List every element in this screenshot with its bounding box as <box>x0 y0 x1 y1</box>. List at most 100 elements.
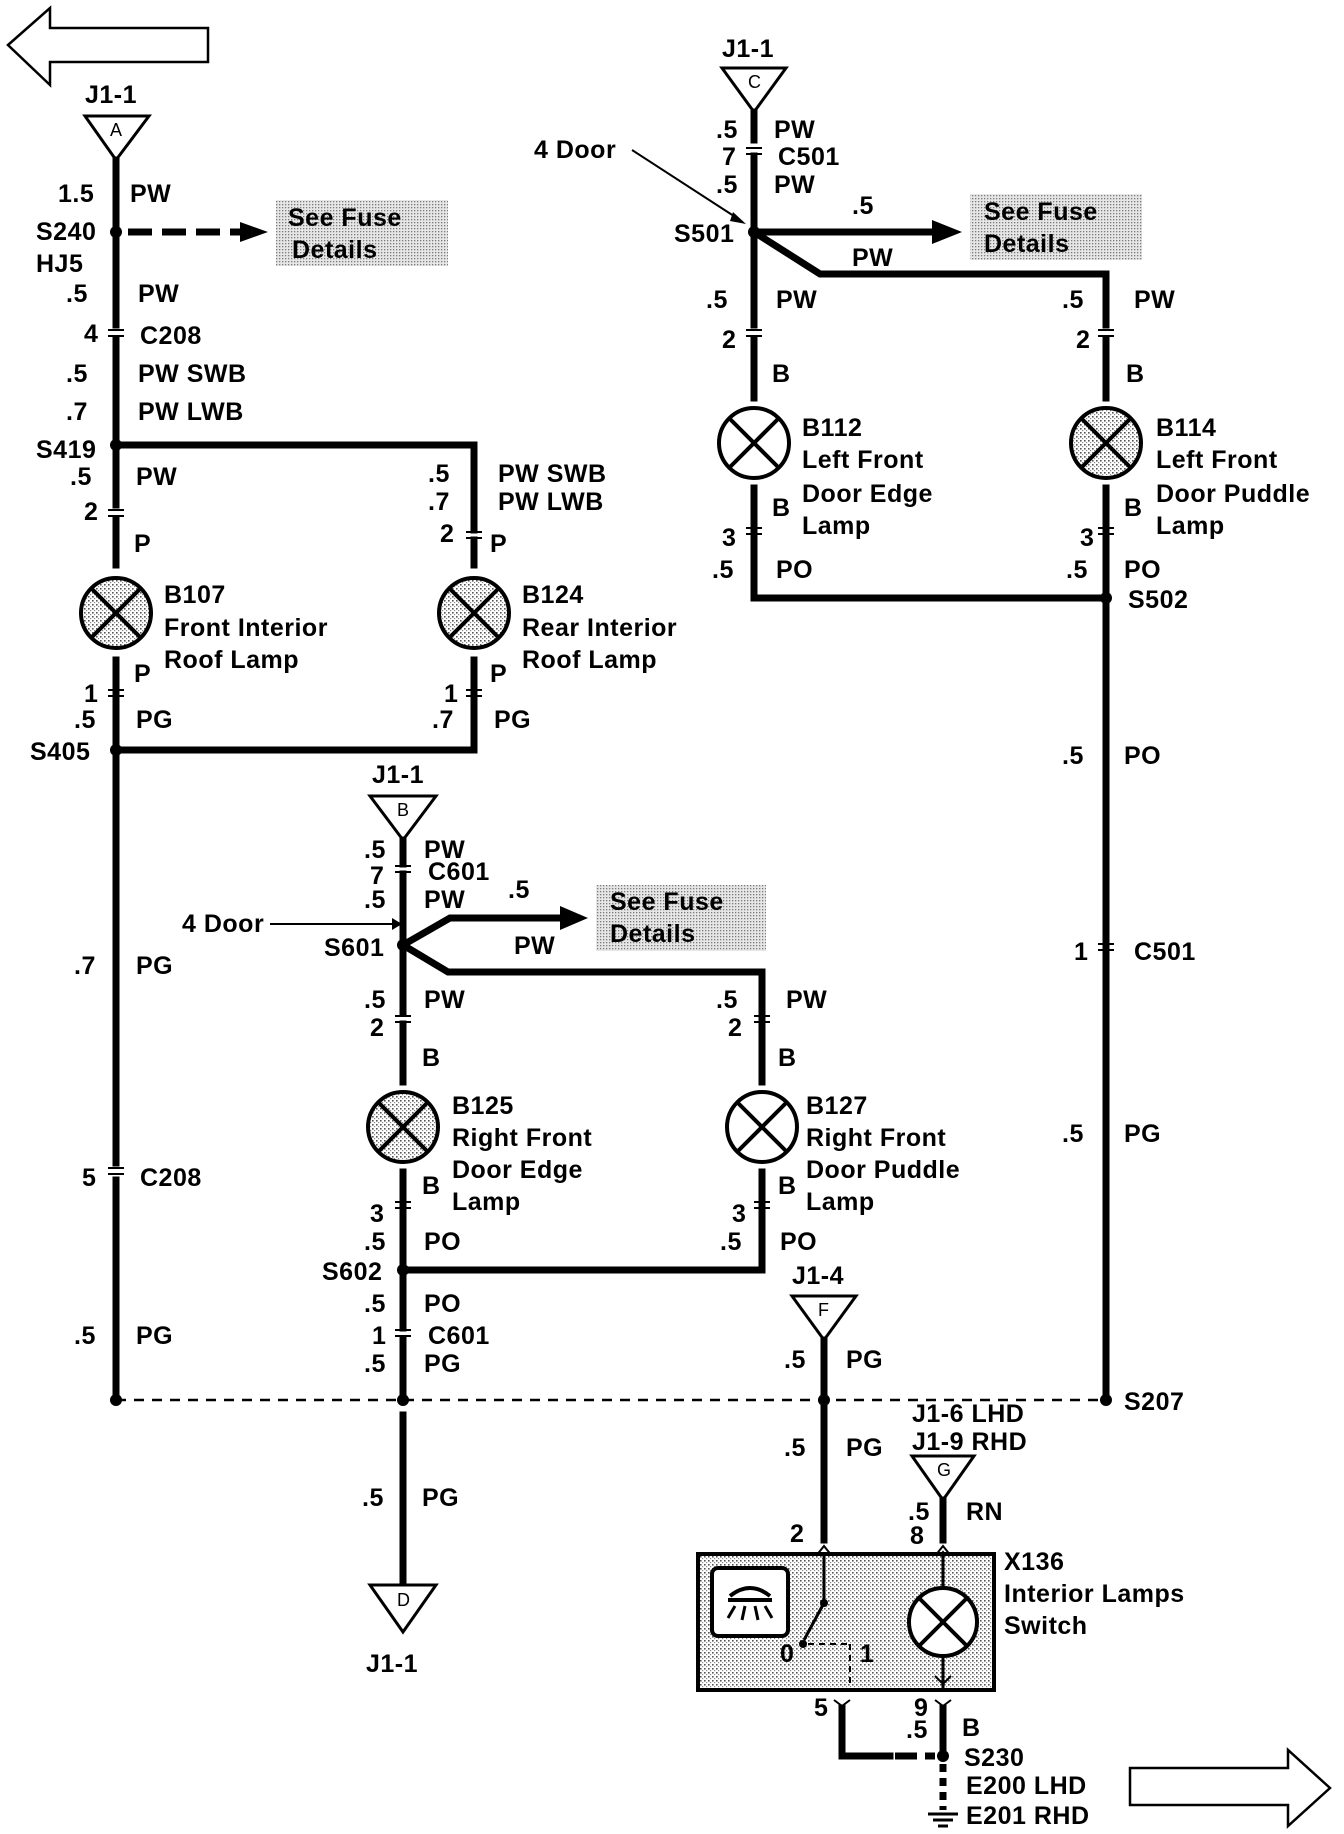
wire-color: B <box>1124 494 1143 522</box>
b124-lamp <box>437 576 511 650</box>
wire-gauge: .5 <box>1062 286 1084 314</box>
pin-number: 9 <box>914 1694 928 1722</box>
wire-gauge: .5 <box>364 986 386 1014</box>
pin-number: 4 <box>84 320 98 348</box>
wire-color: PO <box>776 556 813 584</box>
ground-label: E200 LHD <box>966 1772 1087 1800</box>
fuse-box-line1: See Fuse <box>288 204 402 232</box>
connector-letter: F <box>818 1300 830 1320</box>
wire-color: PG <box>1124 1120 1161 1148</box>
pin-number: 8 <box>910 1522 924 1550</box>
wire-gauge: .7 <box>74 952 96 980</box>
wire-color: PW <box>130 180 171 208</box>
back-arrow-icon[interactable] <box>6 5 210 88</box>
wire-gauge: .5 <box>906 1716 928 1744</box>
connector-label: J1-4 <box>792 1262 844 1290</box>
pin-number: 7 <box>370 862 384 890</box>
connector-label: J1-1 <box>85 81 137 109</box>
wire-gauge: .5 <box>364 1290 386 1318</box>
wire-color: PW <box>424 886 465 914</box>
wire-gauge: .7 <box>66 398 88 426</box>
wire-color: PG <box>846 1346 883 1374</box>
wire-color: B <box>772 360 791 388</box>
lamp-name-line3: Lamp <box>806 1188 875 1216</box>
pin-number: 2 <box>728 1014 742 1042</box>
pin-number: 2 <box>722 326 736 354</box>
fuse-box-line2: Details <box>292 236 377 264</box>
wire-color: PW <box>774 116 815 144</box>
lamp-name-line2: Door Puddle <box>1156 480 1310 508</box>
wire-color: PG <box>136 706 173 734</box>
switch-position-1: 1 <box>860 1640 874 1668</box>
connector-id: C208 <box>140 1164 202 1192</box>
see-fuse-details-box[interactable]: See Fuse Details <box>970 194 1142 260</box>
wire-gauge: .5 <box>428 460 450 488</box>
wire-color: PG <box>422 1484 459 1512</box>
see-fuse-details-box[interactable]: See Fuse Details <box>276 200 448 266</box>
wire-gauge: .5 <box>66 280 88 308</box>
pin-number: 2 <box>440 520 454 548</box>
wire-color: PW <box>774 171 815 199</box>
pin-number: 2 <box>790 1520 804 1548</box>
wire-color: PG <box>846 1434 883 1462</box>
annotation-4-door: 4 Door <box>534 136 616 164</box>
wire-gauge: .5 <box>66 360 88 388</box>
wire-gauge: .5 <box>364 836 386 864</box>
wire-gauge: .5 <box>1062 742 1084 770</box>
ground-icon <box>928 1812 958 1828</box>
wire-gauge: .5 <box>716 116 738 144</box>
wire-gauge: .5 <box>716 171 738 199</box>
connector-id: C601 <box>428 858 490 886</box>
splice-label: S501 <box>674 220 734 248</box>
splice-label: HJ5 <box>36 250 83 278</box>
lamp-name-line2: Door Edge <box>452 1156 583 1184</box>
connector-a: J1-1 A <box>82 81 152 163</box>
pin-number: 3 <box>732 1200 746 1228</box>
wire-color: B <box>1126 360 1145 388</box>
wire-gauge: .5 <box>364 886 386 914</box>
pin-number: 1 <box>444 680 458 708</box>
forward-arrow-icon[interactable] <box>1128 1747 1332 1829</box>
pin-number: 3 <box>370 1200 384 1228</box>
wire-gauge: .5 <box>364 1228 386 1256</box>
wire-color: B <box>772 494 791 522</box>
wire-gauge: .5 <box>1062 1120 1084 1148</box>
connector-letter: B <box>397 800 410 820</box>
wire-color: PW <box>138 280 179 308</box>
wire-color: B <box>422 1172 441 1200</box>
wire-color: PW <box>136 463 177 491</box>
pin-number: 5 <box>814 1694 828 1722</box>
fuse-box-line1: See Fuse <box>984 198 1098 226</box>
wire-color: PG <box>424 1350 461 1378</box>
connector-label: J1-9 RHD <box>912 1428 1027 1456</box>
wire-gauge: .5 <box>74 1322 96 1350</box>
ground-label: E201 RHD <box>966 1802 1090 1830</box>
pin-number: 2 <box>1076 326 1090 354</box>
see-fuse-details-box[interactable]: See Fuse Details <box>596 885 766 951</box>
splice-label: S230 <box>964 1744 1024 1772</box>
connector-label: J1-1 <box>366 1650 418 1678</box>
lamp-name-line2: Door Puddle <box>806 1156 960 1184</box>
lamp-id: B107 <box>164 581 226 609</box>
x136-interior-lamps-switch[interactable] <box>696 1552 996 1692</box>
lamp-id: B112 <box>802 414 862 442</box>
wire-gauge: .5 <box>706 286 728 314</box>
wire-gauge: .5 <box>784 1434 806 1462</box>
pin-number: 5 <box>82 1164 96 1192</box>
wire-gauge: .5 <box>852 192 874 220</box>
wire-color: PW <box>852 244 893 272</box>
wire-color: PO <box>1124 742 1161 770</box>
b107-lamp <box>79 576 153 650</box>
lamp-name-line1: Left Front <box>1156 446 1278 474</box>
wire-color: PW <box>776 286 817 314</box>
connector-letter: D <box>397 1590 411 1610</box>
wire-gauge: .5 <box>712 556 734 584</box>
wire-color: PW <box>424 986 465 1014</box>
wire-color: PW SWB <box>498 460 607 488</box>
wire-color: PW LWB <box>498 488 604 516</box>
switch-id: X136 <box>1004 1548 1064 1576</box>
wire-color: PW LWB <box>138 398 244 426</box>
wire-color: PG <box>136 1322 173 1350</box>
wire-color: PW <box>786 986 827 1014</box>
fuse-box-line2: Details <box>610 920 695 948</box>
